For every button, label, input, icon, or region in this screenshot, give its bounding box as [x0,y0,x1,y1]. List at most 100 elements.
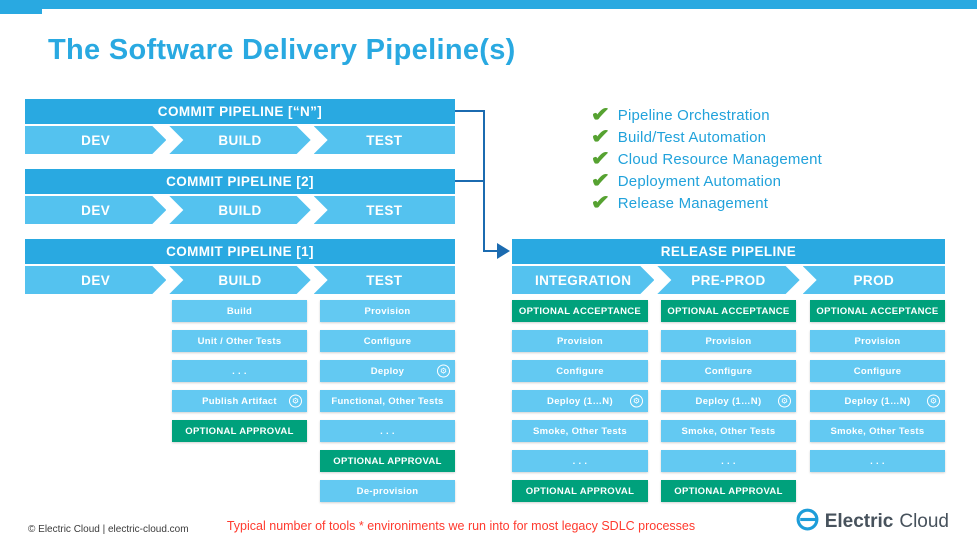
task-label: Deploy [370,365,405,377]
task-label: OPTIONAL APPROVAL [525,485,635,497]
task-label: Provision [705,335,752,347]
capability-checklist: ✔ Pipeline Orchestration ✔ Build/Test Au… [590,104,822,214]
task-box: Functional, Other Tests [320,390,455,412]
stage-prod: PROD [802,266,945,294]
checklist-label: Build/Test Automation [617,128,767,146]
page-title: The Software Delivery Pipeline(s) [48,34,516,66]
stage-dev: DEV [25,196,166,224]
task-box-publish-artifact: Publish Artifact ⚙ [172,390,307,412]
release-pipeline-header: RELEASE PIPELINE [512,239,945,264]
task-label: OPTIONAL ACCEPTANCE [518,305,642,317]
optional-approval-box: OPTIONAL APPROVAL [512,480,648,502]
checkmark-icon: ✔ [590,148,611,170]
commit-pipeline-n: COMMIT PIPELINE [“N”] DEV BUILD TEST [25,99,455,154]
task-label: Build [226,305,253,317]
stage-build: BUILD [169,196,310,224]
integration-task-column: OPTIONAL ACCEPTANCE Provision Configure … [512,300,648,502]
task-box: De-provision [320,480,455,502]
gear-icon: ⚙ [927,394,940,408]
checklist-label: Release Management [617,194,769,212]
task-label: Provision [854,335,901,347]
checklist-label: Deployment Automation [617,172,782,190]
task-label: . . . [572,455,588,467]
task-label: Configure [704,365,753,377]
task-label: De-provision [356,485,419,497]
optional-acceptance-box: OPTIONAL ACCEPTANCE [661,300,796,322]
copyright-text: © Electric Cloud | electric-cloud.com [28,524,189,535]
connector-line-vertical [483,110,485,252]
task-box: Provision [661,330,796,352]
commit-pipeline-2: COMMIT PIPELINE [2] DEV BUILD TEST [25,169,455,224]
task-box: Configure [320,330,455,352]
optional-approval-box: OPTIONAL APPROVAL [661,480,796,502]
task-label: OPTIONAL APPROVAL [674,485,783,497]
task-label: Unit / Other Tests [197,335,282,347]
release-pipeline: RELEASE PIPELINE INTEGRATION PRE-PROD PR… [512,239,945,294]
task-label: Provision [557,335,603,347]
task-box-deploy: Deploy (1…N)⚙ [661,390,796,412]
checkmark-icon: ✔ [590,126,611,148]
task-label: . . . [380,425,395,437]
gear-icon: ⚙ [437,364,450,378]
task-box-deploy: Deploy ⚙ [320,360,455,382]
task-box: Smoke, Other Tests [512,420,648,442]
task-box: Configure [512,360,648,382]
optional-acceptance-box: OPTIONAL ACCEPTANCE [810,300,945,322]
task-label: Configure [556,365,604,377]
stage-build: BUILD [169,126,310,154]
task-label: Publish Artifact [202,395,277,407]
stage-test: TEST [313,196,455,224]
stage-test: TEST [313,126,455,154]
stage-test: TEST [313,266,455,294]
checklist-item: ✔ Release Management [590,192,822,214]
test-task-column: Provision Configure Deploy ⚙ Functional, … [320,300,455,502]
commit-pipeline-1: COMMIT PIPELINE [1] DEV BUILD TEST [25,239,455,294]
task-label: Smoke, Other Tests [533,425,627,437]
gear-icon: ⚙ [289,394,302,408]
task-label: Configure [363,335,412,347]
prod-task-column: OPTIONAL ACCEPTANCE Provision Configure … [810,300,945,472]
commit-pipeline-n-stages: DEV BUILD TEST [25,126,455,154]
top-accent-bar [0,0,977,9]
task-label: Provision [364,305,411,317]
task-label: Deploy (1…N) [844,395,911,407]
task-label: Smoke, Other Tests [830,425,925,437]
task-label: . . . [870,455,885,467]
task-box: Smoke, Other Tests [661,420,796,442]
task-box: Provision [320,300,455,322]
task-box: . . . [512,450,648,472]
task-label: Functional, Other Tests [331,395,444,407]
footnote-text: Typical number of tools * environiments … [226,519,696,533]
task-label: OPTIONAL ACCEPTANCE [816,305,939,317]
task-label: OPTIONAL APPROVAL [185,425,294,437]
release-pipeline-stages: INTEGRATION PRE-PROD PROD [512,266,945,294]
task-box: . . . [661,450,796,472]
commit-pipeline-n-header: COMMIT PIPELINE [“N”] [25,99,455,124]
task-box: . . . [810,450,945,472]
task-label: Deploy (1…N) [547,395,613,407]
commit-pipeline-1-header: COMMIT PIPELINE [1] [25,239,455,264]
gear-icon: ⚙ [778,394,791,408]
build-task-column: Build Unit / Other Tests . . . Publish A… [172,300,307,442]
task-box: Provision [810,330,945,352]
task-box: Configure [810,360,945,382]
task-box-deploy: Deploy (1…N) ⚙ [810,390,945,412]
checkmark-icon: ✔ [590,104,611,126]
stage-dev: DEV [25,266,166,294]
commit-pipeline-1-stages: DEV BUILD TEST [25,266,455,294]
connector-arrowhead-icon [497,243,510,259]
task-box: Provision [512,330,648,352]
optional-acceptance-box: OPTIONAL ACCEPTANCE [512,300,648,322]
stage-build: BUILD [169,266,310,294]
connector-line-pipeline-n [455,110,485,112]
checkmark-icon: ✔ [590,170,611,192]
optional-approval-box: OPTIONAL APPROVAL [320,450,455,472]
checkmark-icon: ✔ [590,192,611,214]
checklist-item: ✔ Build/Test Automation [590,126,822,148]
checklist-item: ✔ Pipeline Orchestration [590,104,822,126]
logo-text-electric: Electric [824,511,894,532]
task-label: Smoke, Other Tests [681,425,776,437]
commit-pipeline-2-stages: DEV BUILD TEST [25,196,455,224]
